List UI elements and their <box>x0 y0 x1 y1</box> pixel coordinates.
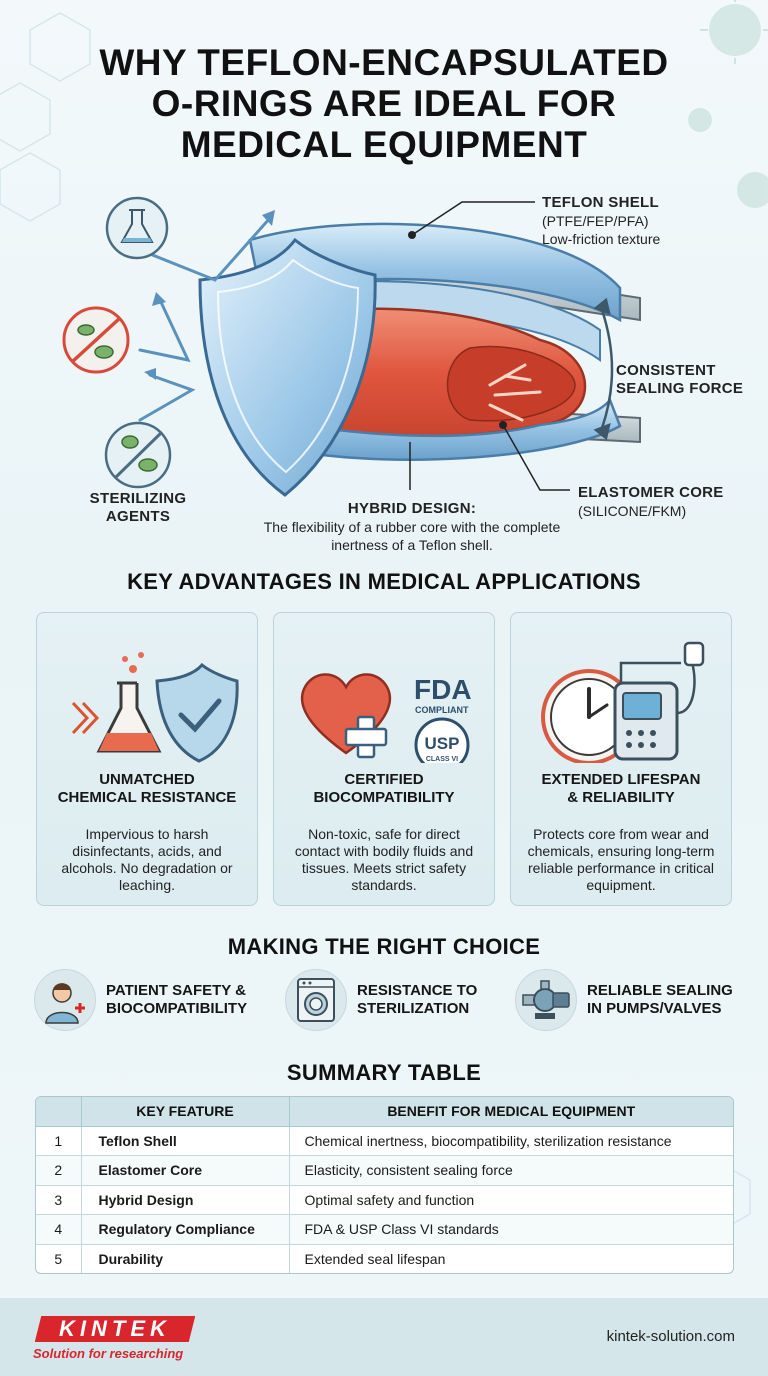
flask-icon <box>105 196 169 260</box>
page-title: WHY TEFLON-ENCAPSULATED O-RINGS ARE IDEA… <box>99 42 669 165</box>
no-bacteria-icon <box>62 306 130 374</box>
usp-badge-icon: USP CLASS VI <box>414 717 470 763</box>
card-lifespan: EXTENDED LIFESPAN& RELIABILITY Protects … <box>510 612 732 906</box>
shield-check-icon <box>155 662 239 763</box>
heart-plus-icon <box>300 673 392 759</box>
svg-text:FDA: FDA <box>414 674 472 705</box>
chemical-flask-icon <box>71 652 162 753</box>
svg-text:CLASS VI: CLASS VI <box>426 756 458 763</box>
choice-heading: MAKING THE RIGHT CHOICE <box>227 934 541 959</box>
sterilizing-agents-callout: STERILIZING AGENTS <box>89 490 187 525</box>
doctor-icon <box>34 969 96 1031</box>
table-row: 5 Durability Extended seal lifespan <box>36 1244 733 1273</box>
website-link[interactable]: kintek-solution.com <box>606 1328 735 1345</box>
teflon-shell-callout: TEFLON SHELL (PTFE/FEP/PFA) Low-friction… <box>542 194 661 247</box>
infusion-pump-icon <box>613 641 705 761</box>
advantages-heading: KEY ADVANTAGES IN MEDICAL APPLICATIONS <box>127 569 641 594</box>
fda-badge-icon: FDA COMPLIANT <box>414 674 472 715</box>
svg-text:COMPLIANT: COMPLIANT <box>415 705 469 715</box>
table-row: 4 Regulatory Compliance FDA & USP Class … <box>36 1214 733 1245</box>
table-row: 1 Teflon Shell Chemical inertness, bioco… <box>36 1126 733 1156</box>
table-header-feature: KEY FEATURE <box>81 1097 290 1127</box>
autoclave-icon <box>285 969 347 1031</box>
logo-tagline: Solution for researching <box>33 1346 184 1361</box>
oring-diagram: TEFLON SHELL (PTFE/FEP/PFA) Low-friction… <box>0 180 768 560</box>
kintek-logo[interactable]: KINTEK <box>34 1316 196 1342</box>
table-row: 2 Elastomer Core Elasticity, consistent … <box>36 1155 733 1186</box>
elastomer-core-callout: ELASTOMER CORE (SILICONE/FKM) <box>578 484 724 519</box>
choice-patient-safety: PATIENT SAFETY &BIOCOMPATIBILITY <box>34 968 247 1032</box>
svg-text:USP: USP <box>425 734 460 753</box>
table-row: 3 Hybrid Design Optimal safety and funct… <box>36 1185 733 1215</box>
shield-icon <box>198 237 377 497</box>
summary-table: KEY FEATURE BENEFIT FOR MEDICAL EQUIPMEN… <box>35 1096 734 1274</box>
summary-heading: SUMMARY TABLE <box>286 1060 482 1085</box>
sealing-force-arrow <box>593 297 614 441</box>
hybrid-design-callout: HYBRID DESIGN: The flexibility of a rubb… <box>263 500 561 553</box>
table-header-number <box>36 1097 82 1127</box>
clock-icon <box>541 669 637 763</box>
sealing-force-callout: CONSISTENT SEALING FORCE <box>616 362 744 397</box>
pump-valve-icon <box>515 969 577 1031</box>
deflection-arrows <box>138 216 272 422</box>
table-header-benefit: BENEFIT FOR MEDICAL EQUIPMENT <box>289 1097 733 1127</box>
footer: KINTEK Solution for researching kintek-s… <box>0 1298 768 1376</box>
no-virus-icon <box>104 421 172 489</box>
